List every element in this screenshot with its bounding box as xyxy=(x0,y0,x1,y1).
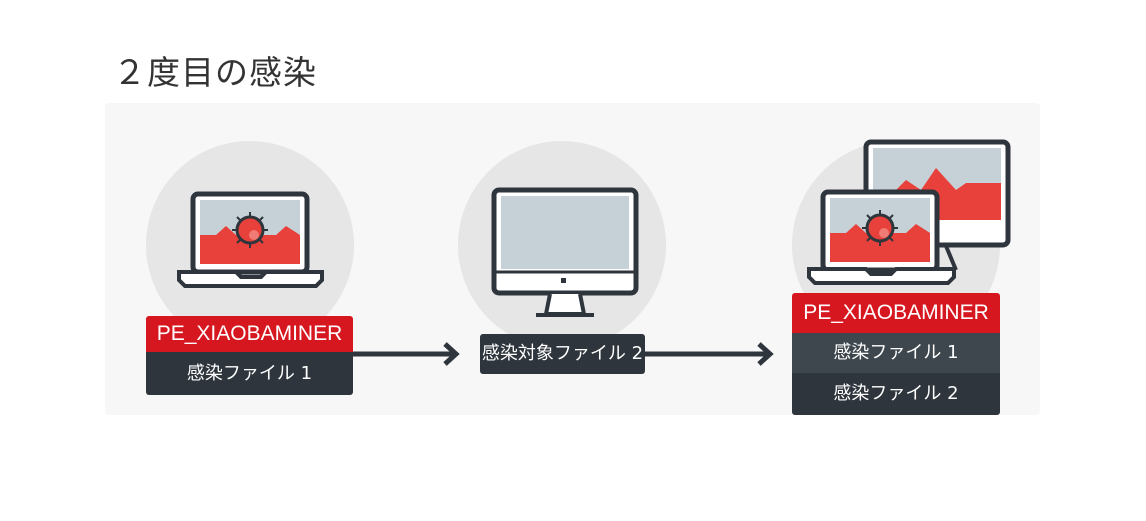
arrow-2-icon xyxy=(645,342,774,366)
infected-file-2: 感染ファイル 2 xyxy=(792,373,1000,415)
infected-laptop-icon xyxy=(177,191,324,288)
malware-name: PE_XIAOBAMINER xyxy=(792,293,1000,333)
infected-file-1: 感染ファイル 1 xyxy=(792,333,1000,373)
stage3-label-box: PE_XIAOBAMINER 感染ファイル 1 感染ファイル 2 xyxy=(792,293,1000,415)
page-title: ２度目の感染 xyxy=(113,53,317,92)
infected-devices-icon xyxy=(807,139,1011,285)
infected-file-1: 感染ファイル 1 xyxy=(146,352,353,395)
target-file-2: 感染対象ファイル 2 xyxy=(480,334,645,374)
target-monitor-icon xyxy=(491,187,639,317)
malware-name: PE_XIAOBAMINER xyxy=(146,316,353,352)
stage1-label-box: PE_XIAOBAMINER 感染ファイル 1 xyxy=(146,316,353,395)
arrow-1-icon xyxy=(353,342,460,366)
